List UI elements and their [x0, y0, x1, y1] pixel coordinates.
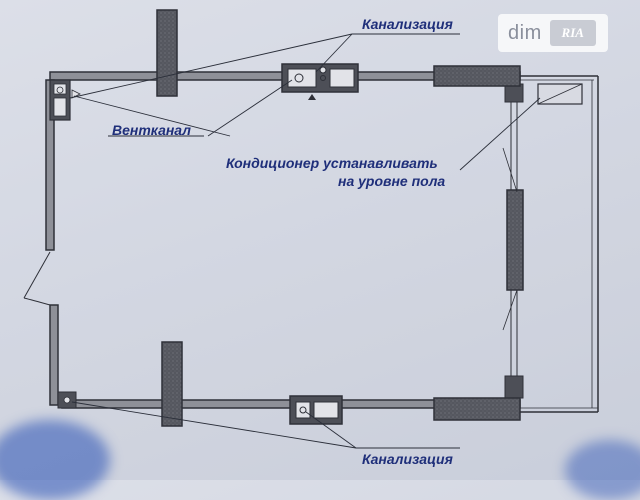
label-ac-line2: на уровне пола	[338, 173, 446, 189]
corner-box-bottom-left	[57, 391, 77, 409]
sewer-niche-top	[281, 63, 359, 100]
floor-plan	[23, 9, 599, 449]
window-swing-upper	[502, 147, 518, 331]
wall-right	[504, 83, 524, 399]
label-sewer-top: Канализация	[362, 16, 453, 32]
label-vent: Вентканал	[112, 122, 191, 138]
label-sewer-bottom: Канализация	[362, 451, 453, 467]
beam-bottom-right	[433, 397, 521, 421]
leader-lines	[69, 33, 541, 449]
beam-top-right	[433, 65, 521, 87]
balcony-frame	[520, 75, 599, 413]
door-left	[23, 251, 51, 306]
column-bottom-left	[161, 341, 183, 427]
vent-shaft	[49, 79, 81, 121]
column-top-left	[156, 9, 178, 97]
sewer-niche-bottom	[289, 395, 343, 425]
ac-unit	[537, 83, 583, 105]
watermark-badge: RIA	[549, 20, 596, 46]
watermark-brand: dim	[508, 21, 542, 44]
wall-left-lower	[49, 304, 59, 406]
label-ac-line1: Кондиционер устанавливать	[226, 155, 438, 171]
watermark-logo: dim RIA	[498, 14, 608, 52]
